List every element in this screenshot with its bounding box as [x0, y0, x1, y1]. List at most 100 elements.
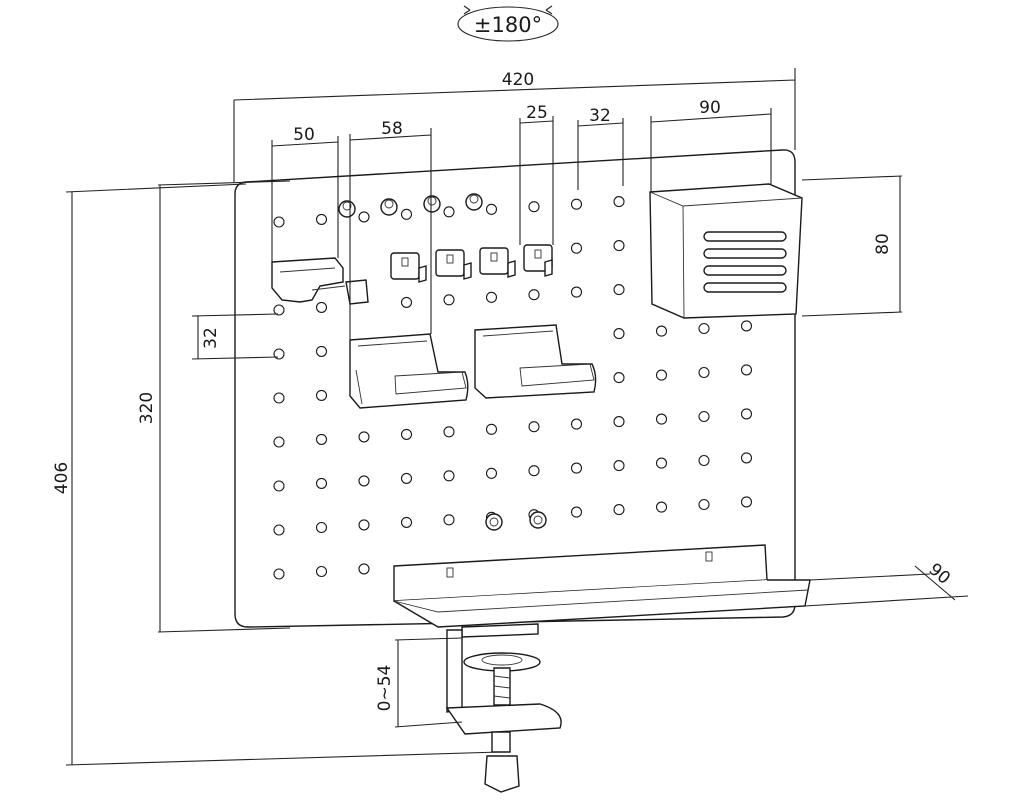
peg-hole — [655, 369, 668, 381]
peg-hole — [570, 198, 583, 210]
peg-knob — [465, 193, 483, 211]
peg-hole — [273, 436, 285, 448]
peg-hole — [570, 506, 583, 518]
peg-hole — [570, 462, 583, 474]
peg-hole — [358, 519, 370, 531]
peg-hole — [655, 325, 668, 337]
peg-hole — [740, 364, 753, 376]
peg-hole — [443, 514, 455, 526]
peg-hole — [443, 470, 455, 482]
peg-hole — [613, 284, 625, 296]
peg-hole — [273, 568, 285, 580]
peg-hole — [400, 516, 413, 528]
peg-hole — [698, 410, 710, 423]
peg-knob — [338, 200, 356, 218]
peg-hole — [528, 201, 540, 213]
small-hook — [435, 249, 472, 280]
peg-hole — [698, 454, 710, 467]
peg-hole — [570, 242, 583, 254]
peg-hole — [400, 296, 413, 308]
dim-shelf-depth: 90 — [924, 560, 953, 589]
peg-hole — [613, 504, 625, 516]
phone-holder-left — [349, 333, 469, 409]
bottom-shelf — [393, 544, 811, 628]
peg-hole — [443, 294, 455, 306]
small-hook — [390, 252, 427, 283]
small-hook — [479, 247, 516, 278]
peg-knob — [380, 198, 398, 216]
rotation-indicator: ±180° — [457, 5, 559, 42]
peg-hole — [613, 416, 625, 428]
dim-board-width: 420 — [502, 70, 534, 90]
peg-hole — [358, 563, 370, 575]
top-pegs — [338, 193, 483, 218]
peg-hole — [613, 240, 625, 252]
peg-hole — [655, 457, 668, 469]
peg-hole — [273, 392, 285, 404]
peg-hole — [570, 418, 583, 430]
peg-hole — [485, 203, 498, 215]
peg-hole — [358, 475, 370, 487]
dim-hook-width: 50 — [293, 125, 315, 145]
peg-hole — [315, 301, 328, 313]
dim-clamp-range: 0~54 — [375, 665, 395, 712]
peg-hole — [698, 366, 710, 379]
small-hook — [523, 244, 553, 277]
peg-hole — [443, 426, 455, 438]
dim-hole-span: 320 — [137, 392, 157, 424]
peg-hole — [528, 465, 540, 477]
peg-hole — [273, 480, 285, 492]
peg-hole — [570, 286, 583, 298]
peg-hole — [613, 372, 625, 384]
peg-hole — [273, 216, 285, 228]
peg-hole — [740, 496, 753, 508]
peg-hole — [400, 208, 413, 220]
peg-hole — [485, 423, 498, 435]
peg-hole — [655, 413, 668, 425]
peg-hole — [698, 322, 710, 335]
dim-basket-height: 80 — [873, 233, 893, 255]
phone-holder-right — [474, 324, 597, 399]
peg-hole — [315, 433, 328, 445]
peg-hole — [485, 467, 498, 479]
rotation-label: ±180° — [474, 13, 542, 37]
dimension-lines — [65, 68, 969, 766]
headphone-hanger — [271, 257, 369, 305]
peg-hole — [740, 408, 753, 420]
peg-knob — [423, 195, 441, 213]
peg-hole — [485, 291, 498, 303]
peg-hole — [315, 389, 328, 401]
peg-hole — [315, 345, 328, 357]
peg-hole — [740, 320, 753, 332]
peg-hole — [613, 328, 625, 340]
peg-hole — [273, 524, 285, 536]
dim-hole-pitch-side: 32 — [201, 327, 221, 349]
peg-hole — [443, 206, 455, 218]
hook-row — [390, 244, 553, 283]
storage-basket — [649, 183, 803, 319]
dim-basket-width: 90 — [699, 98, 721, 118]
desk-clamp — [445, 623, 562, 793]
peg-hole — [315, 477, 328, 489]
peg-hole — [315, 565, 328, 578]
dim-hole-pitch-top: 32 — [589, 106, 611, 126]
peg-hole — [400, 472, 413, 484]
peg-hole — [528, 421, 540, 433]
peg-hole — [358, 211, 370, 223]
peg-hole — [740, 452, 753, 464]
peg-hole — [655, 501, 668, 513]
dim-peg-width: 25 — [526, 103, 548, 123]
dim-holder-width: 58 — [381, 119, 403, 139]
peg-hole — [400, 428, 413, 440]
dim-board-height: 406 — [52, 462, 72, 494]
peg-hole — [613, 460, 625, 472]
peg-hole — [315, 213, 328, 225]
peg-hole — [273, 304, 285, 316]
peg-hole — [358, 431, 370, 443]
peg-hole — [528, 289, 540, 301]
peg-hole — [315, 521, 328, 534]
peg-hole — [613, 196, 625, 208]
mount-screws — [485, 511, 547, 531]
peg-hole — [698, 498, 710, 511]
